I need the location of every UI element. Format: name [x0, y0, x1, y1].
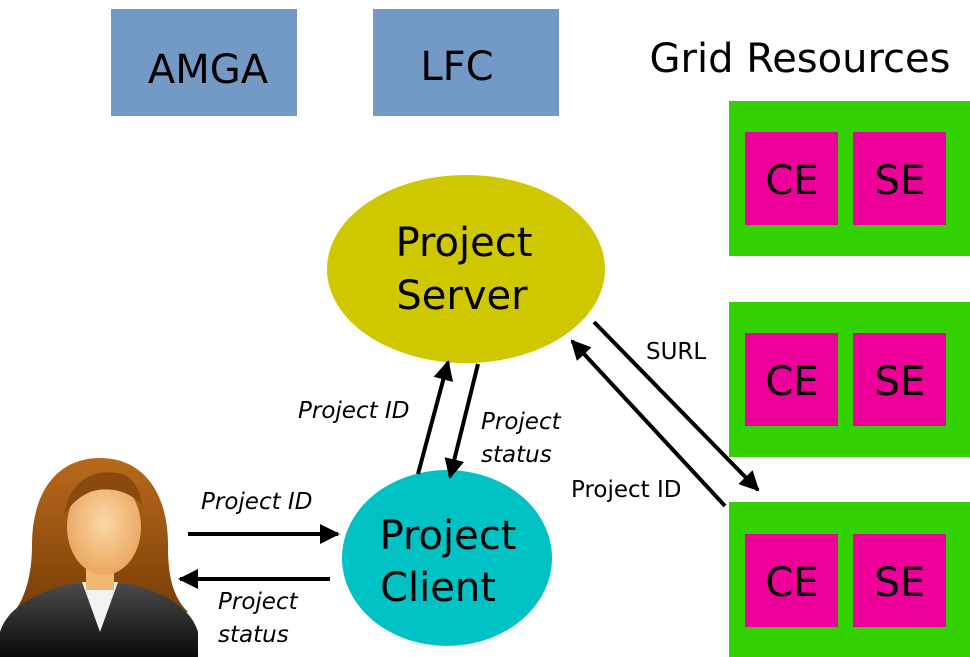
ce-label: CE [765, 359, 818, 405]
person-icon [0, 458, 198, 657]
grid-site-2: CE SE [729, 302, 970, 457]
amga-service: AMGA [111, 9, 297, 116]
client-to-user-label-line1: Project [218, 589, 299, 615]
server-to-grid-arrow [592, 320, 760, 492]
lfc-label: LFC [420, 44, 493, 90]
se-node [853, 132, 946, 225]
grid-to-server-arrow [570, 339, 727, 508]
ce-node [745, 132, 838, 225]
grid-site-1: CE SE [729, 101, 970, 256]
se-node [853, 333, 946, 426]
ce-node [745, 333, 838, 426]
se-label: SE [875, 560, 926, 606]
client-to-user-label-line2: status [218, 622, 289, 648]
project-client-line1: Project [380, 513, 517, 559]
client-to-server-label: Project ID [298, 398, 409, 424]
server-to-client-arrow [444, 363, 480, 479]
ce-label: CE [765, 158, 818, 204]
se-label: SE [875, 359, 926, 405]
server-to-client-label-line2: status [481, 442, 552, 468]
lfc-service: LFC [373, 9, 559, 116]
server-to-client-label-line1: Project [481, 409, 562, 435]
project-server-line2: Server [396, 273, 528, 319]
server-to-grid-label: SURL [646, 339, 706, 365]
grid-site-3: CE SE [729, 502, 970, 657]
grid-to-server-label: Project ID [571, 477, 682, 503]
ce-label: CE [765, 560, 818, 606]
se-label: SE [875, 158, 926, 204]
project-server: Project Server [327, 175, 605, 363]
project-client: Project Client [342, 470, 552, 646]
ce-node [745, 534, 838, 627]
project-server-line1: Project [396, 220, 533, 266]
project-client-line2: Client [380, 565, 496, 611]
grid-resources-title: Grid Resources [650, 36, 951, 82]
amga-label: AMGA [148, 47, 269, 93]
user-to-client-label: Project ID [201, 489, 312, 515]
se-node [853, 534, 946, 627]
client-to-server-arrow [416, 360, 454, 475]
